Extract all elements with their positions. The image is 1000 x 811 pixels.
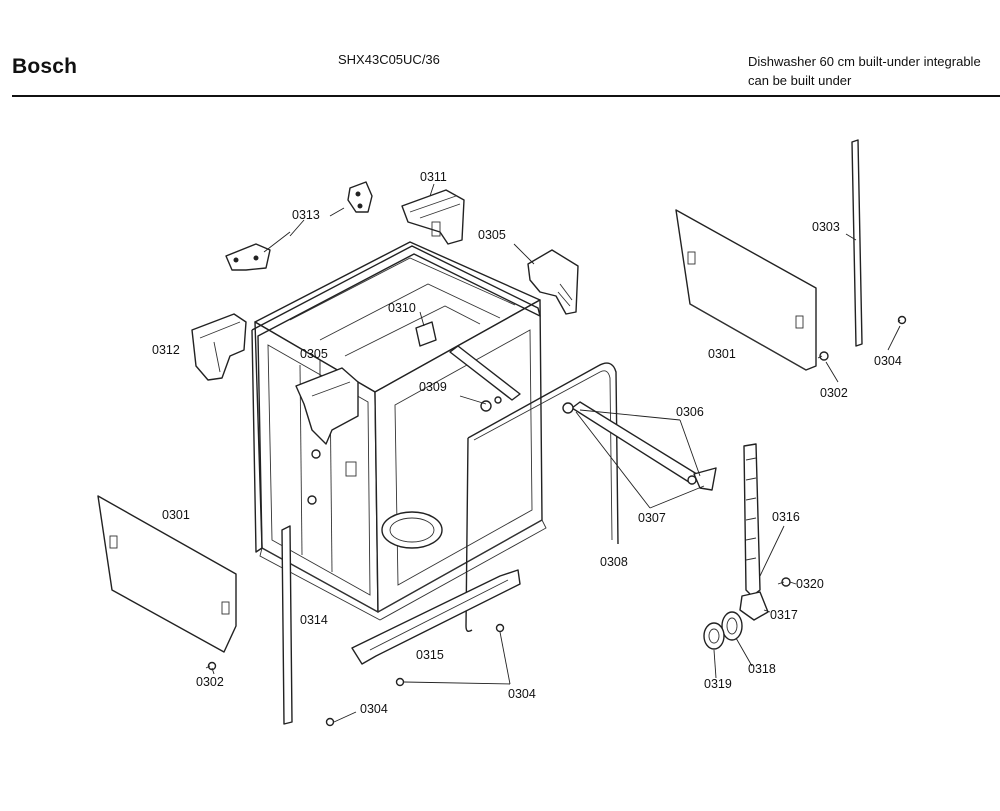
screw-0304-right bbox=[897, 315, 907, 325]
clip-0310 bbox=[415, 321, 437, 347]
cap-0319 bbox=[703, 622, 725, 650]
label-0309: 0309 bbox=[419, 380, 447, 394]
elbow-0317 bbox=[739, 591, 769, 621]
label-0304-bottom: 0304 bbox=[360, 702, 388, 716]
label-0319: 0319 bbox=[704, 677, 732, 691]
bracket-0305-top bbox=[527, 249, 579, 315]
side-panel-0301-right bbox=[675, 209, 817, 371]
label-0307: 0307 bbox=[638, 511, 666, 525]
label-0311: 0311 bbox=[420, 170, 447, 184]
diagram-header: Bosch SHX43C05UC/36 Dishwasher 60 cm bui… bbox=[0, 0, 1000, 100]
description-line-2: can be built under bbox=[748, 73, 852, 88]
product-description: Dishwasher 60 cm built-under integrable … bbox=[748, 52, 981, 90]
screw-0302-right bbox=[817, 351, 829, 361]
dishwasher-tub bbox=[254, 241, 547, 621]
label-0304-right: 0304 bbox=[874, 354, 902, 368]
label-0312: 0312 bbox=[152, 343, 180, 357]
screw-0304-mid-a bbox=[495, 623, 505, 633]
screw-0302-left bbox=[205, 661, 217, 671]
brand-name: Bosch bbox=[12, 55, 78, 78]
hinge-plate-0313-top bbox=[347, 181, 373, 213]
label-0301-right: 0301 bbox=[708, 347, 736, 361]
label-0318: 0318 bbox=[748, 662, 776, 676]
label-0317: 0317 bbox=[770, 608, 798, 622]
label-0308: 0308 bbox=[600, 555, 628, 569]
label-0320: 0320 bbox=[796, 577, 824, 591]
leader-lines bbox=[211, 183, 901, 723]
hinge-block-0312 bbox=[191, 313, 247, 381]
label-0314: 0314 bbox=[300, 613, 328, 627]
label-0310: 0310 bbox=[388, 301, 416, 315]
label-0315: 0315 bbox=[416, 648, 444, 662]
label-0304-mid: 0304 bbox=[508, 687, 536, 701]
screw-0304-mid-b bbox=[395, 677, 405, 687]
label-0302-right: 0302 bbox=[820, 386, 848, 400]
label-0301-left: 0301 bbox=[162, 508, 190, 522]
hinge-block-0311 bbox=[401, 189, 465, 245]
label-0305-top: 0305 bbox=[478, 228, 506, 242]
bracket-0305-inner bbox=[295, 367, 359, 445]
header-rule bbox=[12, 95, 1000, 97]
label-0305-inner: 0305 bbox=[300, 347, 328, 361]
hinge-plate-0313-bottom bbox=[225, 243, 271, 271]
drain-hose-0316 bbox=[743, 443, 761, 597]
ring-0318 bbox=[721, 611, 743, 641]
seal-strip-0314 bbox=[281, 525, 293, 725]
label-0316: 0316 bbox=[772, 510, 800, 524]
description-line-1: Dishwasher 60 cm built-under integrable bbox=[748, 54, 981, 69]
label-0302-left: 0302 bbox=[196, 675, 224, 689]
door-frame-gasket bbox=[251, 245, 541, 553]
label-0313: 0313 bbox=[292, 208, 320, 222]
model-number: SHX43C05UC/36 bbox=[338, 52, 440, 67]
side-panel-0301-left bbox=[97, 495, 237, 653]
label-0303: 0303 bbox=[812, 220, 840, 234]
door-seal-0308 bbox=[465, 362, 619, 633]
screw-0304-bottom bbox=[325, 717, 335, 727]
screw-0320 bbox=[777, 577, 791, 587]
base-bracket-0315 bbox=[351, 569, 521, 665]
seal-strip-0303 bbox=[851, 139, 863, 347]
label-0306: 0306 bbox=[676, 405, 704, 419]
part-labels: 0311 0313 0305 0310 0312 0305 0309 0306 … bbox=[152, 170, 902, 716]
